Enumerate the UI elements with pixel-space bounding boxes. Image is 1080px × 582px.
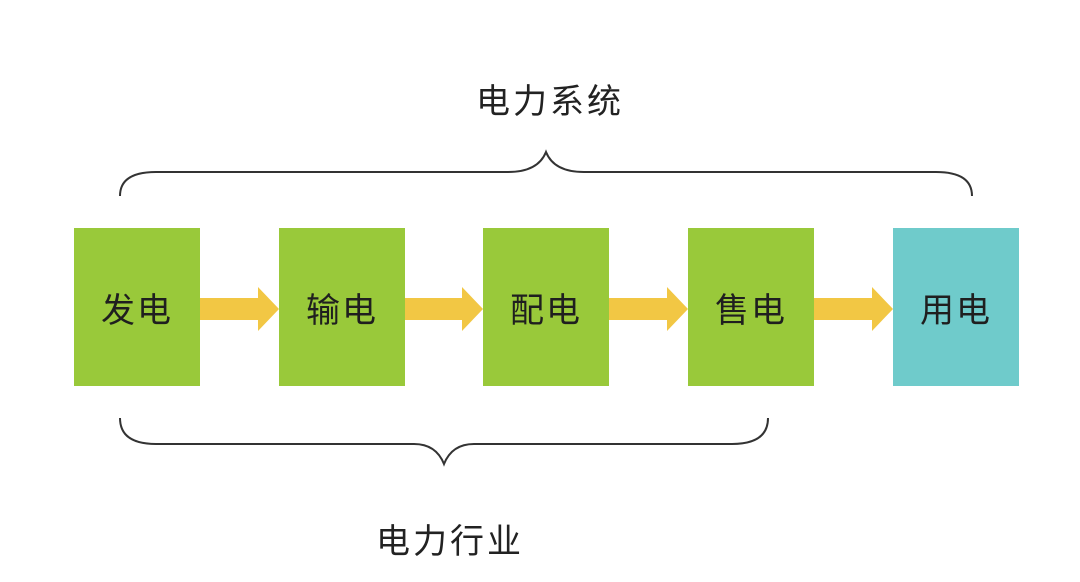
stage-label: 用电 (920, 290, 992, 331)
industry-label: 电力行业 (376, 522, 524, 562)
stage-transmission: 输电 (279, 228, 405, 386)
stage-label: 发电 (101, 290, 173, 331)
flow-arrow-1 (200, 287, 279, 331)
industry-brace (119, 417, 769, 467)
system-brace (119, 149, 973, 197)
flow-arrow-4 (814, 287, 893, 331)
stage-distribution: 配电 (483, 228, 609, 386)
stage-label: 输电 (306, 290, 378, 331)
stage-retail: 售电 (688, 228, 814, 386)
stage-label: 售电 (715, 290, 787, 331)
stage-generation: 发电 (74, 228, 200, 386)
flow-arrow-2 (405, 287, 483, 331)
stage-consumption: 用电 (893, 228, 1019, 386)
stage-label: 配电 (510, 290, 582, 331)
system-label: 电力系统 (476, 82, 624, 122)
flow-arrow-3 (609, 287, 688, 331)
